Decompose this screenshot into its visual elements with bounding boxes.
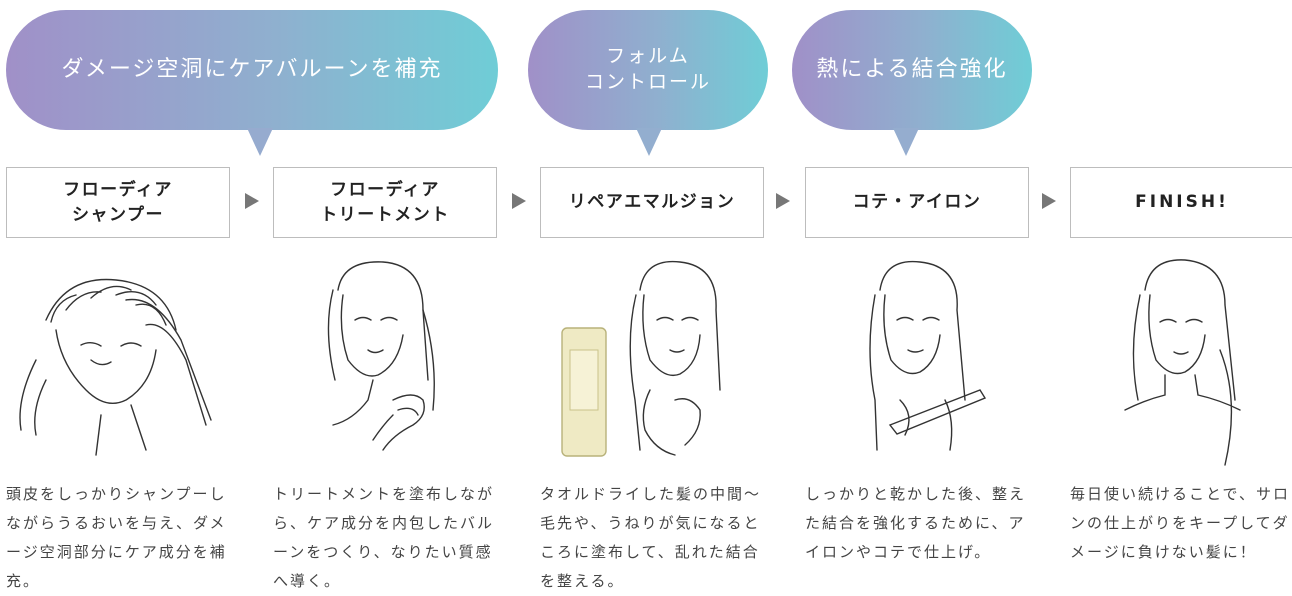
emulsion-illustration — [540, 250, 764, 470]
step-repair-emulsion: リペアエマルジョン — [540, 167, 764, 238]
bubble-label: 熱による結合強化 — [816, 57, 1008, 83]
description-treatment: トリートメントを塗布しながら、ケア成分を内包したバルーンをつくり、なりたい質感へ… — [273, 485, 495, 590]
step-iron: コテ・アイロン — [805, 167, 1029, 238]
bubble-tail — [636, 128, 662, 156]
bubble-label: ダメージ空洞にケアバルーンを補充 — [61, 57, 443, 83]
step-shampoo: フローディア シャンプー — [6, 167, 230, 238]
bubble-tail — [247, 128, 273, 156]
description-shampoo: 頭皮をしっかりシャンプーしながらうるおいを与え、ダメージ空洞部分にケア成分を補充… — [6, 485, 227, 590]
bubble-label: フォルム コントロール — [584, 45, 711, 93]
treatment-illustration — [273, 250, 497, 470]
bubble-damage-care: ダメージ空洞にケアバルーンを補充 — [6, 10, 498, 156]
finish-illustration — [1070, 250, 1292, 470]
triangle-right-icon — [512, 193, 526, 209]
triangle-right-icon — [1042, 193, 1056, 209]
step-treatment: フローディア トリートメント — [273, 167, 497, 238]
bubble-heat-bond: 熱による結合強化 — [792, 10, 1032, 156]
triangle-right-icon — [776, 193, 790, 209]
triangle-right-icon — [245, 193, 259, 209]
shampoo-illustration — [6, 250, 230, 470]
description-repair-emulsion: タオルドライした髪の中間～毛先や、うねりが気になるところに塗布して、乱れた結合を… — [540, 485, 762, 590]
step-finish: FINISH! — [1070, 167, 1292, 238]
description-iron: しっかりと乾かした後、整えた結合を強化するために、アイロンやコテで仕上げ。 — [805, 485, 1027, 561]
bubble-form-control: フォルム コントロール — [528, 10, 768, 156]
bubble-tail — [893, 128, 919, 156]
iron-illustration — [805, 250, 1029, 470]
description-finish: 毎日使い続けることで、サロンの仕上がりをキープしてダメージに負けない髪に！ — [1070, 485, 1290, 561]
